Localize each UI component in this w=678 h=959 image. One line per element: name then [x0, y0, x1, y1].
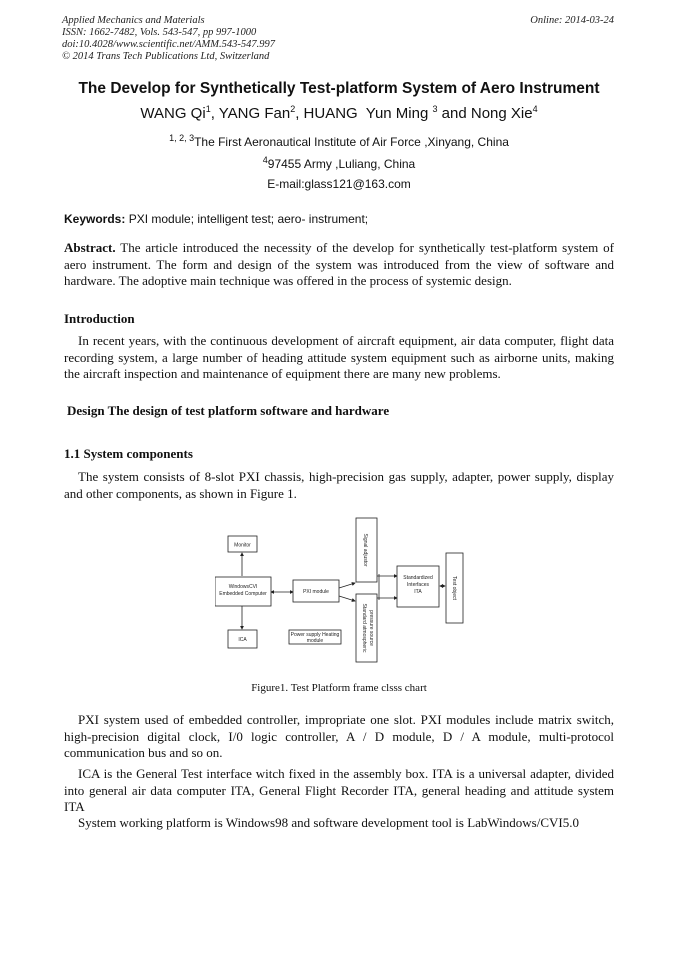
embedded-computer-box: [215, 576, 272, 607]
design-heading: Design The design of test platform softw…: [67, 403, 390, 418]
keywords-text: PXI module; intelligent test; aero- inst…: [125, 212, 369, 226]
abstract: Abstract. The article introduced the nec…: [64, 240, 614, 290]
abstract-text: The article introduced the necessity of …: [64, 240, 614, 288]
pressure-source-label: Standard atmospheric: [361, 604, 367, 653]
ita-box: [396, 565, 440, 608]
author-4-sup: 4: [532, 104, 538, 114]
online-date: Online: 2014-03-24: [530, 15, 614, 26]
author-3-sup: 3: [432, 104, 438, 114]
affiliation-2-text: 97455 Army ,Luliang, China: [267, 157, 416, 171]
ica-label: ICA: [238, 637, 247, 643]
author-3: , HUANG Yun Ming: [295, 105, 433, 122]
affiliation-1: 1, 2, 3The First Aeronautical Institute …: [0, 133, 678, 149]
figure-caption: Figure1. Test Platform frame clsss chart: [251, 682, 427, 694]
monitor-label: Monitor: [234, 543, 251, 549]
affiliation-2-sup: 4: [262, 155, 268, 165]
signal-adjustor-box: [355, 517, 378, 583]
journal-doi: doi:10.4028/www.scientific.net/AMM.543-5…: [62, 39, 275, 50]
body-paragraph-3: System working platform is Windows98 and…: [78, 815, 579, 830]
journal-issn: ISSN: 1662-7482, Vols. 543-547, pp 997-1…: [62, 27, 257, 38]
journal-header: Applied Mechanics and Materials ISSN: 16…: [62, 15, 275, 63]
pressure-source-box: [355, 593, 378, 663]
power-supply-label: Power supply Heating: [291, 632, 340, 638]
monitor-box: [227, 535, 258, 553]
signal-adjustor-label: Signal adjustor: [362, 533, 368, 566]
introduction-heading: Introduction: [64, 311, 135, 326]
power-supply-box: [288, 629, 342, 645]
paper-title: The Develop for Synthetically Test-platf…: [78, 80, 600, 97]
introduction-text: In recent years, with the continuous dev…: [64, 333, 614, 381]
test-platform-diagram: Monitor WindowsCVI Embedded Computer ICA…: [215, 517, 464, 663]
journal-copyright: © 2014 Trans Tech Publications Ltd, Swit…: [62, 51, 270, 62]
pxi-pressure-connector: [338, 595, 356, 602]
affiliation-1-text: The First Aeronautical Institute of Air …: [194, 135, 509, 149]
system-components-heading: 1.1 System components: [64, 446, 193, 461]
author-2: , YANG Fan: [210, 105, 291, 122]
author-1: WANG Qi: [140, 105, 206, 122]
pressure-source-label-2: pressure source: [368, 610, 374, 646]
email: E-mail:glass121@163.com: [267, 177, 411, 191]
test-object-label: Test object: [451, 576, 457, 601]
affiliation-2: 497455 Army ,Luliang, China: [0, 155, 678, 171]
affiliation-1-sup: 1, 2, 3: [169, 133, 195, 143]
system-components-text: The system consists of 8-slot PXI chassi…: [64, 469, 614, 501]
keywords-label: Keywords:: [64, 212, 126, 226]
windows-label: WindowsCVI: [229, 584, 258, 590]
body-paragraph-1: PXI system used of embedded controller, …: [64, 712, 614, 760]
body-paragraph-2: ICA is the General Test interface witch …: [64, 766, 614, 814]
keywords: Keywords: PXI module; intelligent test; …: [64, 212, 616, 226]
ica-box: [227, 629, 258, 649]
author-line: WANG Qi1, YANG Fan2, HUANG Yun Ming 3 an…: [0, 104, 678, 122]
author-1-sup: 1: [205, 104, 211, 114]
author-2-sup: 2: [290, 104, 296, 114]
pxi-module-label: PXI module: [303, 589, 329, 595]
power-module-label: module: [307, 638, 324, 644]
ita-label-2: Interfaces: [407, 582, 429, 588]
ita-label-1: Standardized: [403, 575, 433, 581]
pxi-module-box: [292, 579, 340, 603]
test-object-box: [445, 552, 464, 624]
journal-name: Applied Mechanics and Materials: [62, 15, 205, 26]
ita-label-3: ITA: [414, 589, 422, 595]
pxi-signal-connector: [338, 582, 356, 589]
author-4: and Nong Xie: [437, 105, 533, 122]
embedded-computer-label: Embedded Computer: [219, 591, 267, 597]
abstract-label: Abstract.: [64, 240, 116, 255]
